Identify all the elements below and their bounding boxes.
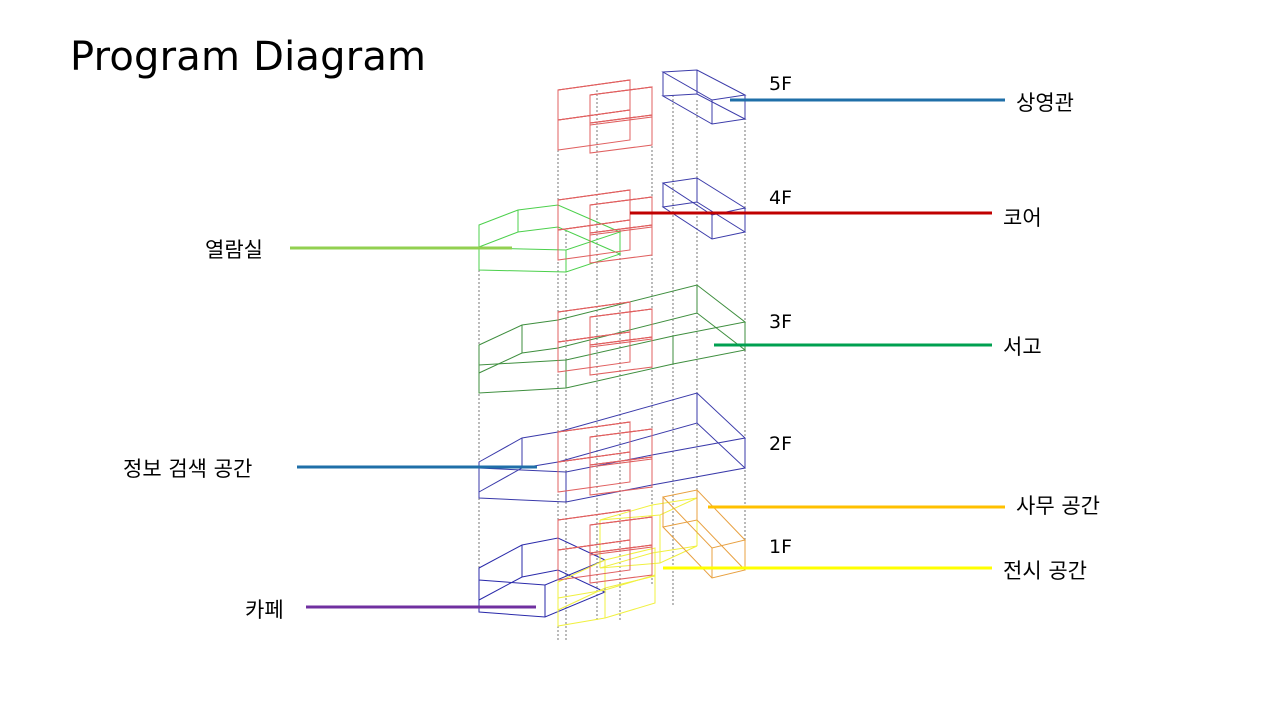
- core-1f-b2-bottom: [589, 546, 653, 584]
- core-1f-b2-top: [589, 516, 653, 554]
- core-4f-a2: [557, 189, 631, 261]
- label-cafe: 카페: [245, 598, 284, 622]
- screening-box-4f: [661, 177, 747, 240]
- stacks-3f-bottom: [478, 312, 747, 394]
- label-core: 코어: [1003, 206, 1042, 230]
- core-4f-b-bottom: [589, 196, 653, 234]
- core-2f-b2: [589, 428, 653, 496]
- floor-label-2f: 2F: [769, 433, 793, 455]
- core-5f-b2: [589, 86, 653, 154]
- core-1f-a2: [557, 509, 631, 581]
- core-5f-b-top: [589, 86, 653, 124]
- screening-box-4f-bottom: [661, 201, 747, 240]
- leader-lines: [290, 98, 1005, 609]
- screening-room-5f: [661, 69, 747, 125]
- core-5f-a-bottom: [557, 79, 631, 121]
- stacks-3f: [478, 284, 747, 394]
- info-search-2f-top: [478, 392, 747, 473]
- core-5f-a2-top: [557, 79, 631, 121]
- core-1f-a-top: [557, 509, 631, 551]
- core-5f-b2-bottom: [589, 116, 653, 154]
- core-1f-b2: [589, 516, 653, 584]
- core-5f-a2: [557, 79, 631, 151]
- cafe-1f: [478, 537, 607, 618]
- core-5f-a2-bottom: [557, 109, 631, 151]
- core-2f-a-bottom: [557, 421, 631, 463]
- floor-label-3f: 3F: [769, 311, 793, 333]
- core-4f-b: [589, 196, 653, 234]
- core-4f-b2-top: [589, 196, 653, 234]
- core-2f-a2-bottom: [557, 451, 631, 493]
- info-search-2f: [478, 392, 747, 503]
- reading-room-4f-top: [478, 204, 622, 251]
- office-1f: [662, 489, 746, 579]
- floor-volumes: [478, 69, 747, 627]
- label-exhibition: 전시 공간: [1003, 559, 1087, 583]
- core-5f-b2-top: [589, 86, 653, 124]
- floor-label-5f: 5F: [769, 73, 793, 95]
- exhibition-1f: [557, 547, 656, 627]
- core-2f-b2-top: [589, 428, 653, 466]
- label-screening-room: 상영관: [1016, 91, 1074, 115]
- core-2f-b-bottom: [589, 428, 653, 466]
- core-1f-a2-bottom: [557, 539, 631, 581]
- page-title: Program Diagram: [70, 34, 427, 80]
- core-1f-a2-top: [557, 509, 631, 551]
- core-4f-b-top: [589, 196, 653, 234]
- floor-label-4f: 4F: [769, 187, 793, 209]
- screening-box-4f-top: [661, 177, 747, 216]
- floor-label-1f: 1F: [769, 536, 793, 558]
- core-2f-a2-top: [557, 421, 631, 463]
- core-2f-a-top: [557, 421, 631, 463]
- core-5f-b-bottom: [589, 86, 653, 124]
- core-1f-b-top: [589, 516, 653, 554]
- core-2f-b2-bottom: [589, 458, 653, 496]
- core-1f-a: [557, 509, 631, 551]
- label-reading-room: 열람실: [205, 238, 263, 262]
- core-3f-b2: [589, 308, 653, 376]
- stacks-3f-top: [478, 284, 747, 366]
- core-3f-a2-top: [557, 301, 631, 343]
- core-3f-a-top: [557, 301, 631, 343]
- core-4f-b2: [589, 196, 653, 264]
- core-5f-a-top: [557, 79, 631, 121]
- core-2f-a2: [557, 421, 631, 493]
- core-3f-a-bottom: [557, 301, 631, 343]
- label-office: 사무 공간: [1016, 494, 1100, 518]
- core-2f-b-top: [589, 428, 653, 466]
- core-1f-b-bottom: [589, 516, 653, 554]
- core-5f-a: [557, 79, 631, 121]
- core-5f-b: [589, 86, 653, 124]
- core-1f-b: [589, 516, 653, 554]
- core-3f-a2-bottom: [557, 331, 631, 373]
- core-3f-a2: [557, 301, 631, 373]
- cafe-1f-top: [478, 537, 607, 586]
- core-2f-b: [589, 428, 653, 466]
- core-3f-a: [557, 301, 631, 343]
- label-info-search: 정보 검색 공간: [123, 457, 253, 481]
- core-1f-a-bottom: [557, 509, 631, 551]
- exhibition-1f-bottom: [557, 575, 656, 627]
- label-stacks: 서고: [1003, 335, 1042, 359]
- core-3f-b2-bottom: [589, 338, 653, 376]
- core-2f-a: [557, 421, 631, 463]
